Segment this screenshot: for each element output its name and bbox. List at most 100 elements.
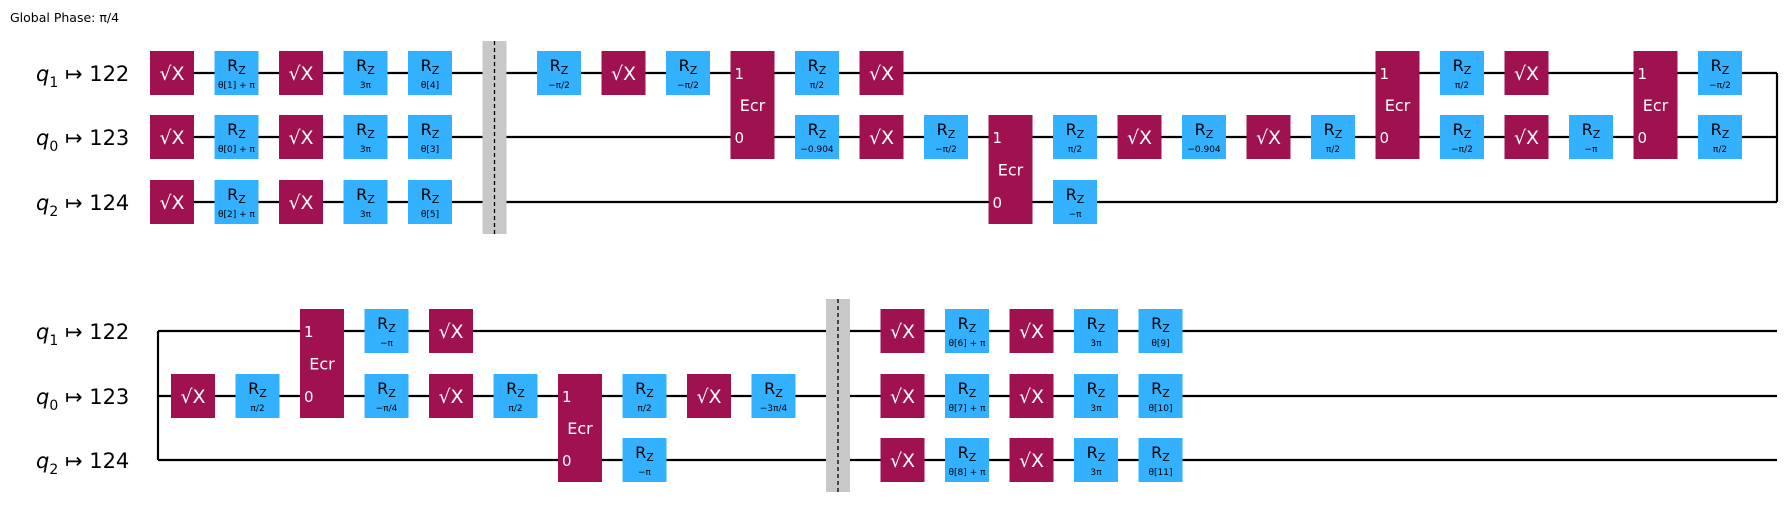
rz-gate-param: 3π <box>1090 468 1102 478</box>
rz-gate-label: RZ <box>506 379 525 400</box>
barrier <box>826 299 850 492</box>
rz-gate <box>795 51 839 95</box>
rz-gate-param: π/2 <box>250 404 264 414</box>
ecr-port-label: 1 <box>993 129 1003 147</box>
rz-gate <box>1440 115 1484 159</box>
ecr-port-label: 0 <box>304 388 314 406</box>
rz-gate <box>1182 115 1226 159</box>
sqrt-x-gate-label: √X <box>1019 386 1044 408</box>
rz-gate-label: RZ <box>248 379 267 400</box>
ecr-port-label: 1 <box>1380 65 1390 83</box>
rz-gate-label: RZ <box>377 314 396 335</box>
sqrt-x-gate <box>1009 438 1054 482</box>
ecr-gate-label: Ecr <box>740 96 766 115</box>
rz-gate-param: −π/2 <box>548 81 570 91</box>
sqrt-x-gate <box>1246 115 1291 159</box>
sqrt-x-gate-label: √X <box>288 63 313 85</box>
sqrt-x-gate <box>1117 115 1162 159</box>
rz-gate-label: RZ <box>679 56 698 77</box>
sqrt-x-gate-label: √X <box>1514 127 1539 149</box>
sqrt-x-gate <box>1504 115 1549 159</box>
sqrt-x-gate <box>859 51 904 95</box>
sqrt-x-gate-label: √X <box>159 63 184 85</box>
sqrt-x-gate-label: √X <box>159 192 184 214</box>
rz-gate <box>493 374 538 418</box>
rz-gate-label: RZ <box>1151 379 1170 400</box>
rz-gate-label: RZ <box>958 379 977 400</box>
rz-gate-label: RZ <box>1711 56 1730 77</box>
qubit-label: q1 ↦ 122 <box>36 62 129 91</box>
rz-gate-label: RZ <box>356 120 375 141</box>
rz-gate <box>1138 309 1183 353</box>
rz-gate-param: π/2 <box>1713 145 1727 155</box>
rz-gate-label: RZ <box>764 379 783 400</box>
rz-gate <box>751 374 796 418</box>
rz-gate <box>537 51 581 95</box>
rz-gate-param: θ[3] <box>421 145 439 155</box>
sqrt-x-gate-label: √X <box>1019 321 1044 343</box>
rz-gate-param: −π/4 <box>376 404 398 414</box>
ecr-gate <box>300 309 344 418</box>
sqrt-x-gate <box>171 374 215 418</box>
sqrt-x-gate-label: √X <box>611 63 636 85</box>
rz-gate <box>408 180 452 224</box>
rz-gate <box>945 438 989 482</box>
rz-gate-label: RZ <box>1087 443 1106 464</box>
rz-gate <box>924 115 968 159</box>
rz-gate-param: θ[8] + π <box>949 468 987 478</box>
sqrt-x-gate-label: √X <box>288 192 313 214</box>
sqrt-x-gate-label: √X <box>438 386 463 408</box>
sqrt-x-gate-label: √X <box>890 450 915 472</box>
rz-gate <box>1074 309 1118 353</box>
sqrt-x-gate-label: √X <box>159 127 184 149</box>
ecr-port-label: 0 <box>562 452 572 470</box>
rz-gate-param: −π <box>1069 210 1083 220</box>
rz-gate-label: RZ <box>227 56 246 77</box>
rz-gate-label: RZ <box>421 56 440 77</box>
sqrt-x-gate-label: √X <box>696 386 721 408</box>
rz-gate-param: −π <box>1585 145 1599 155</box>
rz-gate-param: −π/2 <box>1709 81 1731 91</box>
rz-gate-param: π/2 <box>1455 81 1469 91</box>
sqrt-x-gate <box>859 115 904 159</box>
rz-gate-param: θ[4] <box>421 81 439 91</box>
rz-gate <box>343 51 388 95</box>
rz-gate-label: RZ <box>1066 185 1085 206</box>
ecr-port-label: 0 <box>1638 129 1648 147</box>
rz-gate-label: RZ <box>356 185 375 206</box>
sqrt-x-gate <box>601 51 646 95</box>
global-phase-label: Global Phase: π/4 <box>10 10 120 25</box>
sqrt-x-gate <box>429 374 473 418</box>
rz-gate-param: θ[7] + π <box>949 404 987 414</box>
rz-gate <box>945 309 989 353</box>
rz-gate <box>214 115 259 159</box>
rz-gate-label: RZ <box>635 443 654 464</box>
sqrt-x-gate-label: √X <box>1514 63 1539 85</box>
rz-gate <box>795 115 839 159</box>
rz-gate-param: θ[0] + π <box>218 145 256 155</box>
ecr-gate-label: Ecr <box>1643 96 1669 115</box>
rz-gate-label: RZ <box>227 120 246 141</box>
rz-gate <box>1074 438 1118 482</box>
ecr-port-label: 1 <box>304 323 314 341</box>
rz-gate-label: RZ <box>1711 120 1730 141</box>
rz-gate-label: RZ <box>227 185 246 206</box>
rz-gate <box>945 374 989 418</box>
ecr-gate <box>1375 51 1420 159</box>
rz-gate <box>1074 374 1118 418</box>
sqrt-x-gate-label: √X <box>869 127 894 149</box>
rz-gate-param: 3π <box>360 81 372 91</box>
sqrt-x-gate <box>1009 374 1054 418</box>
ecr-port-label: 0 <box>735 129 745 147</box>
rz-gate <box>343 180 388 224</box>
sqrt-x-gate <box>429 309 473 353</box>
rz-gate <box>1440 51 1484 95</box>
sqrt-x-gate <box>880 309 925 353</box>
sqrt-x-gate-label: √X <box>180 386 205 408</box>
rz-gate-param: −π/2 <box>677 81 699 91</box>
sqrt-x-gate <box>279 51 323 95</box>
sqrt-x-gate <box>687 374 731 418</box>
